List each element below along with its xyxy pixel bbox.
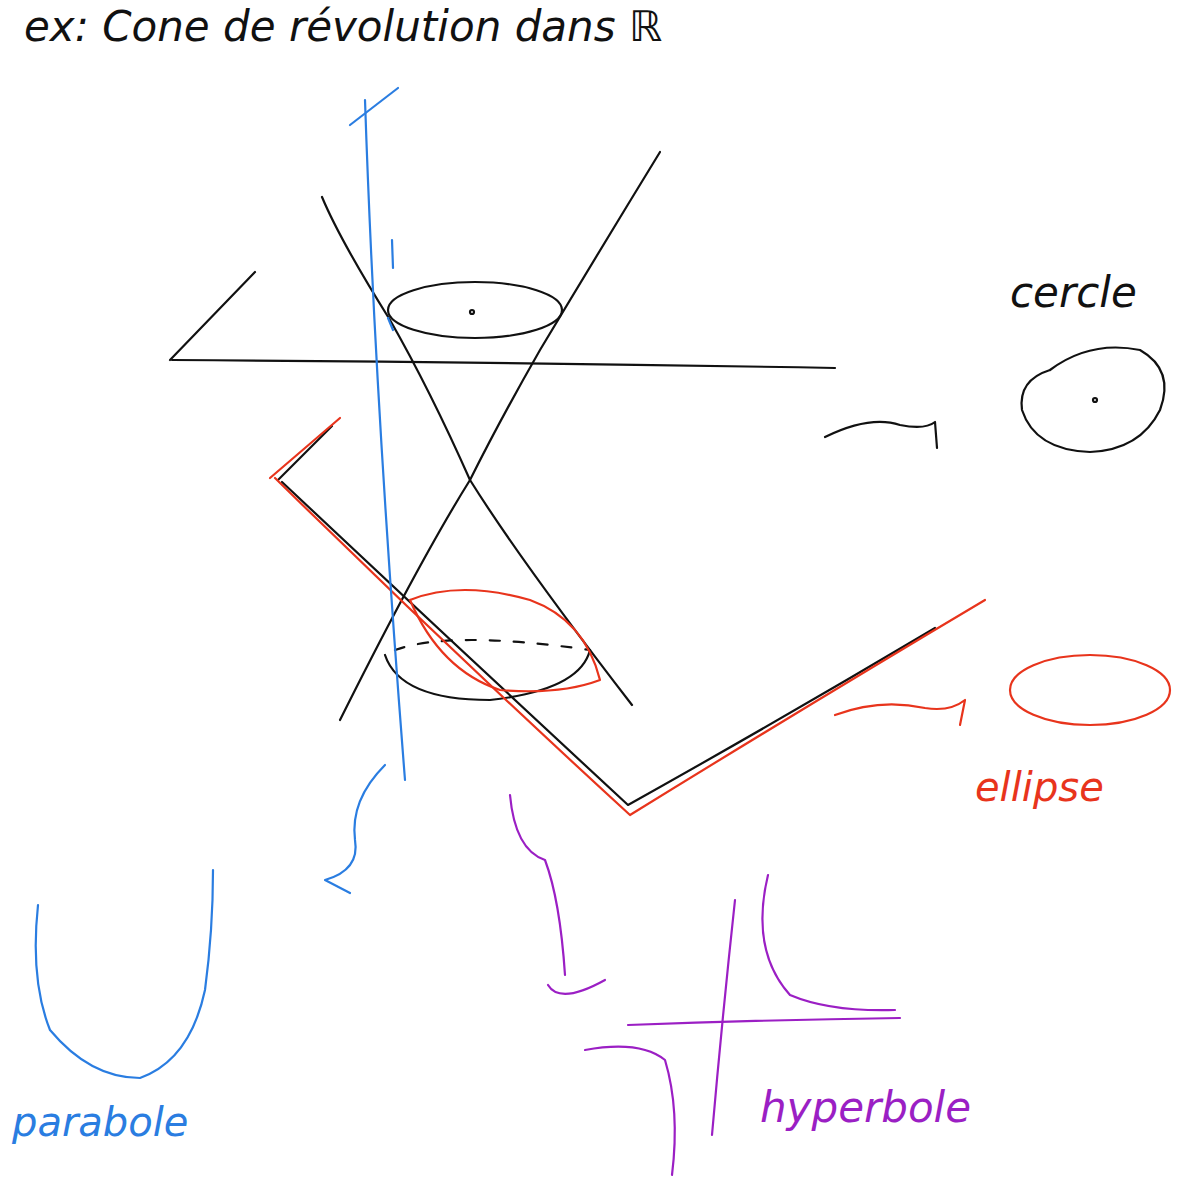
cutting-plane bbox=[270, 418, 1170, 815]
conic-name: ellipse bbox=[975, 765, 1104, 809]
title: ex: Cone de révolution dans ℝ bbox=[24, 4, 662, 50]
axis-line bbox=[36, 88, 405, 1078]
conic-name: cercle bbox=[1010, 270, 1137, 316]
conic-name: parabole bbox=[12, 1100, 188, 1144]
cone bbox=[170, 152, 1165, 805]
conic-name: hyperbole bbox=[760, 1085, 971, 1131]
